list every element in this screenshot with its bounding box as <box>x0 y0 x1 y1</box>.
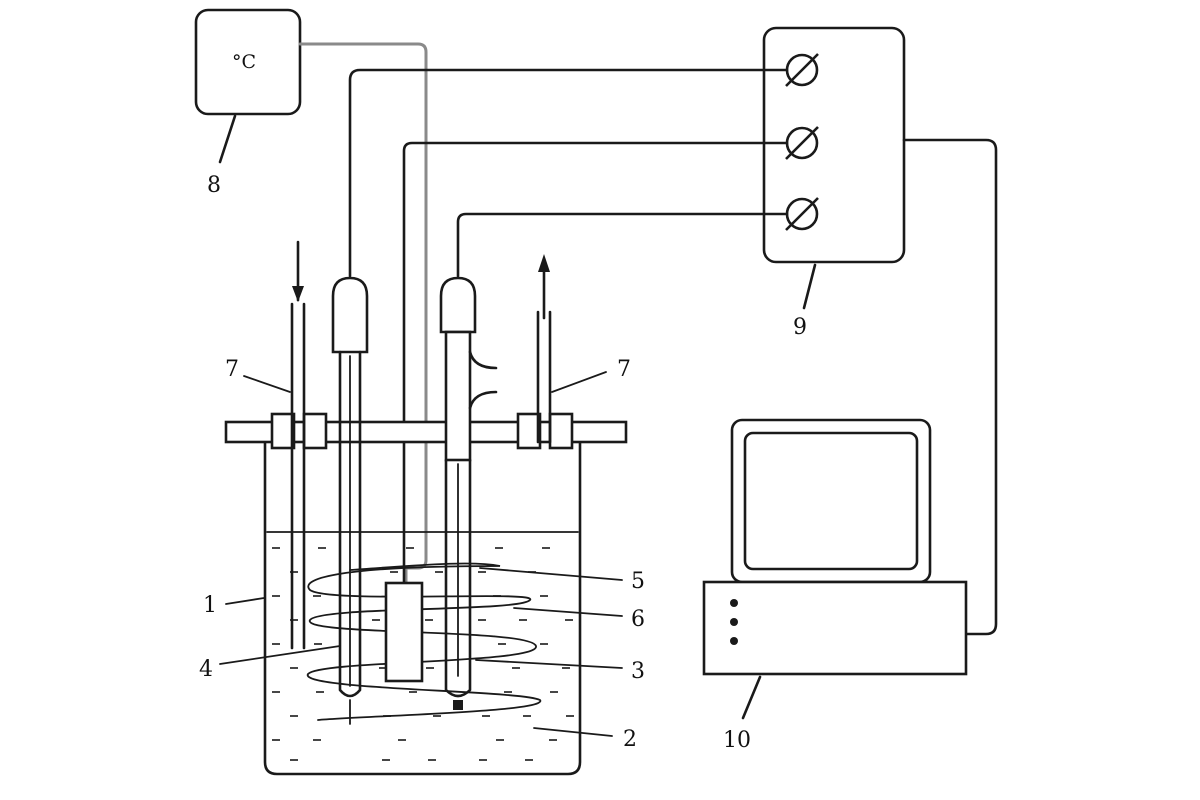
wire-electrode-4 <box>348 68 789 278</box>
wire-computer <box>902 138 998 636</box>
label-3: 3 <box>631 659 645 684</box>
thermometer-display: °C <box>194 8 302 116</box>
leader-3 <box>475 659 623 669</box>
stirrer-coil <box>307 562 541 721</box>
indicator-light <box>730 637 738 645</box>
cell-lid <box>224 412 628 450</box>
leader-10 <box>741 675 762 720</box>
label-10: 10 <box>723 728 751 753</box>
potentiostat <box>762 26 906 264</box>
gas-inlet-tube <box>290 302 306 650</box>
leader-1 <box>225 597 265 605</box>
arrow-up-icon <box>538 254 550 320</box>
label-7-left: 7 <box>225 357 239 382</box>
clamp <box>302 412 328 450</box>
label-2: 2 <box>623 727 637 752</box>
leader-4 <box>219 645 341 665</box>
computer <box>702 418 968 676</box>
leader-8 <box>218 114 237 164</box>
label-7-right: 7 <box>617 357 631 382</box>
leader-2 <box>533 727 613 737</box>
clamp <box>516 412 542 450</box>
label-8: 8 <box>207 173 221 198</box>
monitor-screen <box>743 431 919 571</box>
leader-7-right <box>551 371 607 393</box>
terminal-3-icon <box>785 197 819 231</box>
label-4: 4 <box>199 657 213 682</box>
computer-case <box>702 580 968 676</box>
label-6: 6 <box>631 607 645 632</box>
clamp <box>270 412 296 450</box>
terminal-2-icon <box>785 126 819 160</box>
sample-holder <box>384 581 424 683</box>
label-1: 1 <box>203 593 217 618</box>
arrow-down-icon <box>292 240 304 302</box>
clamp <box>548 412 574 450</box>
wire-sample-6 <box>402 141 789 585</box>
label-9: 9 <box>793 315 807 340</box>
beaker <box>263 438 582 776</box>
reference-electrode <box>439 276 498 710</box>
indicator-light <box>730 599 738 607</box>
leader-6 <box>513 607 623 617</box>
working-electrode <box>331 276 369 725</box>
thermometer-unit: °C <box>232 51 256 73</box>
leader-9 <box>802 263 817 310</box>
leader-5 <box>479 567 623 581</box>
indicator-light <box>730 618 738 626</box>
leader-7-left <box>243 375 291 393</box>
gas-outlet-tube <box>536 310 552 444</box>
terminal-1-icon <box>785 53 819 87</box>
label-5: 5 <box>631 569 645 594</box>
wire-electrode-3 <box>456 212 789 278</box>
